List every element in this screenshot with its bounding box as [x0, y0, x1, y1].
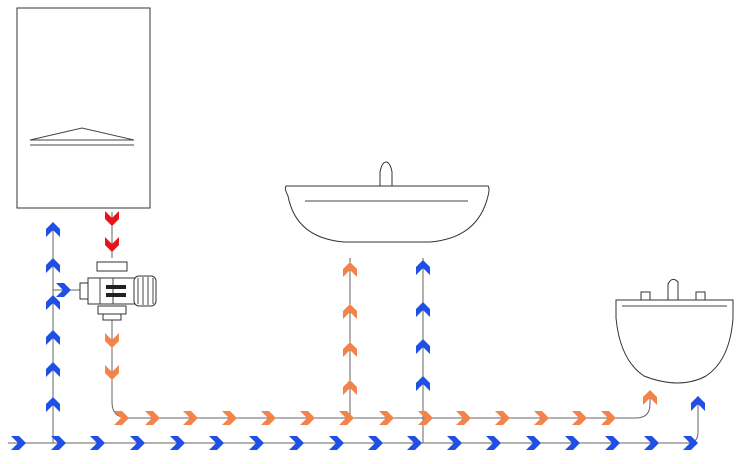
flow-arrow-icon: [534, 411, 549, 425]
flow-arrow-icon: [486, 436, 501, 450]
flow-arrow-icon: [691, 396, 705, 411]
flow-arrow-icon: [605, 436, 620, 450]
flow-arrow-icon: [249, 436, 264, 450]
flow-arrows: [11, 211, 705, 450]
flow-arrow-icon: [416, 376, 430, 391]
flow-arrow-icon: [261, 411, 276, 425]
flow-arrow-icon: [130, 436, 145, 450]
flow-arrow-icon: [343, 304, 357, 319]
flow-arrow-icon: [222, 411, 237, 425]
flow-arrow-icon: [90, 436, 105, 450]
flow-arrow-icon: [456, 411, 471, 425]
flow-arrow-icon: [495, 411, 510, 425]
flow-arrow-icon: [209, 436, 224, 450]
flow-arrow-icon: [183, 411, 198, 425]
flow-arrow-icon: [379, 411, 394, 425]
flow-arrow-icon: [368, 436, 383, 450]
thermostatic-mixing-valve-icon: [79, 261, 157, 321]
flow-arrow-icon: [105, 365, 119, 380]
flow-arrow-icon: [145, 411, 160, 425]
flow-arrow-icon: [51, 436, 66, 450]
flow-arrow-icon: [565, 436, 580, 450]
wall-basin-icon: [615, 278, 734, 384]
flow-arrow-icon: [343, 342, 357, 357]
flow-arrow-icon: [526, 436, 541, 450]
flow-arrow-icon: [416, 339, 430, 354]
flow-arrow-icon: [46, 397, 60, 412]
flow-arrow-icon: [46, 330, 60, 345]
flow-arrow-icon: [416, 302, 430, 317]
flow-arrow-icon: [105, 237, 119, 252]
flow-arrow-icon: [643, 390, 657, 405]
flow-arrow-icon: [11, 436, 26, 450]
flow-arrow-icon: [447, 436, 462, 450]
flow-arrow-icon: [300, 411, 315, 425]
flow-arrow-icon: [683, 436, 698, 450]
flow-arrow-icon: [407, 436, 422, 450]
flow-arrow-icon: [114, 411, 129, 425]
flow-arrow-icon: [418, 411, 433, 425]
boiler-icon: [16, 7, 151, 209]
flow-arrow-icon: [46, 258, 60, 273]
flow-arrow-icon: [329, 436, 344, 450]
flow-arrow-icon: [416, 260, 430, 275]
flow-arrow-icon: [170, 436, 185, 450]
flow-arrow-icon: [572, 411, 587, 425]
flow-arrow-icon: [339, 411, 354, 425]
flow-arrow-icon: [46, 222, 60, 237]
flow-arrow-icon: [46, 295, 60, 310]
flow-arrow-icon: [644, 436, 659, 450]
flow-arrow-icon: [56, 283, 71, 297]
flow-arrow-icon: [105, 211, 119, 226]
flow-arrow-icon: [601, 411, 616, 425]
flow-arrow-icon: [343, 262, 357, 277]
flow-arrow-icon: [105, 333, 119, 348]
flow-arrow-icon: [289, 436, 304, 450]
basin-icon: [284, 161, 490, 243]
flow-arrow-icon: [343, 380, 357, 395]
flow-arrow-icon: [46, 362, 60, 377]
